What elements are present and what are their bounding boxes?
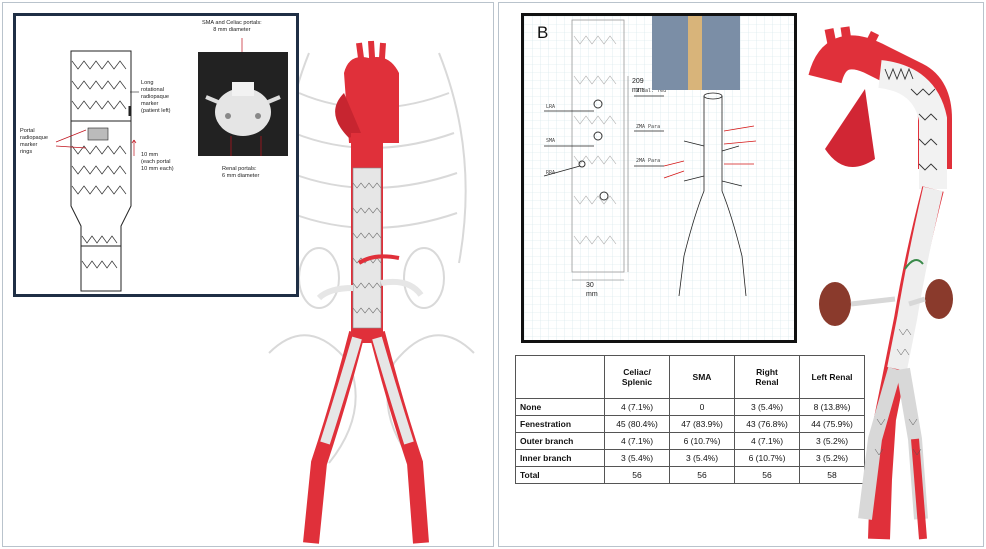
sketch-width-label: 30 mm (586, 282, 598, 298)
table-cell: 6 (10.7%) (734, 449, 800, 467)
row-label: Total (515, 466, 605, 484)
svg-text:SMA: SMA (546, 138, 555, 144)
table-header-row: Celiac/ Splenic SMA Right Renal Left Ren… (515, 355, 865, 399)
column-header: SMA (669, 355, 735, 399)
table-cell: 43 (76.8%) (734, 415, 800, 433)
row-label: None (515, 398, 605, 416)
annotation-leaders (55, 38, 262, 156)
row-label: Inner branch (515, 449, 605, 467)
svg-text:LRA: LRA (546, 104, 555, 110)
device-photo (198, 52, 288, 156)
device-diagram-inset: SMA and Celiac portals: 8 mm diameter Lo… (13, 13, 299, 297)
row-label: Outer branch (515, 432, 605, 450)
annotation-renal-portals: Renal portals: 6 mm diameter (222, 166, 260, 179)
svg-text:2 Bal. feu: 2 Bal. feu (636, 88, 666, 94)
annotation-sma-celiac: SMA and Celiac portals: 8 mm diameter (202, 20, 262, 33)
annotation-long-marker: Long rotational radiopaque marker (patie… (141, 80, 171, 114)
column-header: Left Renal (799, 355, 865, 399)
device-schematic (70, 50, 132, 292)
results-table: Celiac/ Splenic SMA Right Renal Left Ren… (515, 355, 865, 484)
table-cell: 56 (734, 466, 800, 484)
column-header: Right Renal (734, 355, 800, 399)
panel-a: A (2, 2, 494, 547)
table-cell: 0 (669, 398, 735, 416)
table-cell: 56 (604, 466, 670, 484)
stent-photo-braid (688, 16, 702, 90)
svg-text:ZMA Para: ZMA Para (636, 124, 660, 130)
table-cell: 4 (7.1%) (734, 432, 800, 450)
table-corner-cell (515, 355, 605, 399)
table-cell: 4 (7.1%) (604, 398, 670, 416)
column-header: Celiac/ Splenic (604, 355, 670, 399)
table-cell: 3 (5.4%) (669, 449, 735, 467)
table-cell: 3 (5.4%) (734, 398, 800, 416)
annotation-portal-rings: Portal radiopaque marker rings (20, 128, 48, 155)
table-cell: 56 (669, 466, 735, 484)
svg-text:RRA: RRA (546, 170, 555, 176)
table-cell: 6 (10.7%) (669, 432, 735, 450)
aorta-illustration (808, 26, 953, 540)
table-row: Inner branch 3 (5.4%) 3 (5.4%) 6 (10.7%)… (515, 449, 865, 467)
device-photo-shape (205, 82, 281, 136)
svg-text:2MA Para: 2MA Para (636, 158, 660, 164)
anatomy-render-a (268, 40, 475, 544)
table-cell: 47 (83.9%) (669, 415, 735, 433)
stent-photo (652, 16, 740, 90)
table-row: Outer branch 4 (7.1%) 6 (10.7%) 4 (7.1%)… (515, 432, 865, 450)
sketch-length-label: 209 mm (632, 78, 644, 94)
table-row: Total 56 56 56 58 (515, 466, 865, 484)
table-cell: 3 (5.4%) (604, 449, 670, 467)
row-label: Fenestration (515, 415, 605, 433)
table-cell: 45 (80.4%) (604, 415, 670, 433)
table-cell: 4 (7.1%) (604, 432, 670, 450)
annotation-portal-size: 10 mm (each portal 10 mm each) (141, 152, 174, 172)
panel-b-label: B (537, 23, 549, 42)
